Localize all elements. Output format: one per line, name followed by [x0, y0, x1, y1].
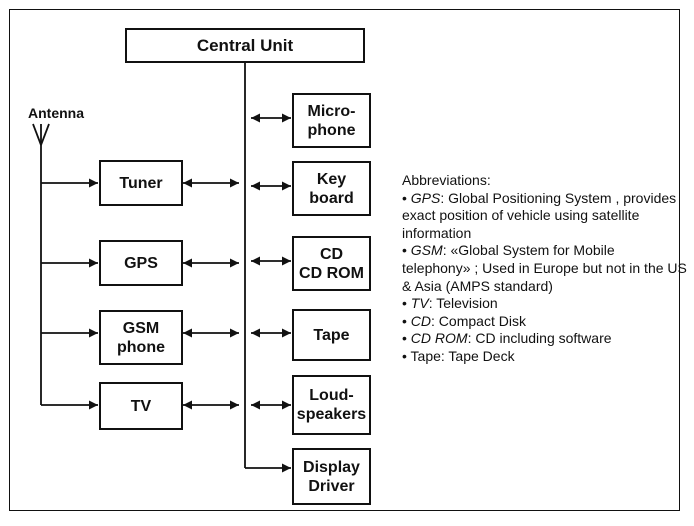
gsm-phone-box: GSM phone	[99, 310, 183, 365]
display-driver-label: Display Driver	[303, 458, 360, 495]
central-unit-box: Central Unit	[125, 28, 365, 63]
tv-box: TV	[99, 382, 183, 430]
abbrev-gps: • GPS: Global Positioning System , provi…	[402, 189, 677, 241]
abbrev-cd-text: : Compact Disk	[431, 312, 526, 329]
abbreviations-title: Abbreviations:	[402, 172, 491, 188]
abbreviations-panel: Abbreviations: • GPS: Global Positioning…	[402, 172, 687, 366]
abbrev-gps-term: GPS	[410, 189, 441, 206]
tape-label: Tape	[313, 326, 350, 344]
tuner-box: Tuner	[99, 160, 183, 206]
abbrev-gsm-text: : «Global System for Mobile telephony» ;…	[402, 242, 687, 294]
diagram-frame	[9, 9, 680, 511]
keyboard-label: Key board	[309, 170, 354, 207]
cd-rom-label: CD CD ROM	[299, 245, 364, 282]
antenna-icon	[32, 123, 50, 405]
gsm-phone-label: GSM phone	[117, 319, 165, 356]
loudspeakers-label: Loud- speakers	[296, 387, 367, 423]
central-unit-label: Central Unit	[196, 36, 294, 55]
abbrev-gps-text: : Global Positioning System , provides e…	[402, 189, 677, 241]
display-driver-box: Display Driver	[292, 448, 371, 505]
abbrev-cdrom: • CD ROM: CD including software	[402, 330, 612, 347]
tuner-label: Tuner	[119, 174, 163, 192]
gps-box: GPS	[99, 240, 183, 286]
abbrev-tv-text: : Television	[428, 295, 498, 312]
abbrev-gsm: • GSM: «Global System for Mobile telepho…	[402, 242, 687, 294]
gps-label: GPS	[124, 254, 158, 272]
abbrev-tape: • Tape: Tape Deck	[402, 347, 515, 364]
antenna-label: Antenna	[28, 105, 84, 121]
microphone-box: Micro- phone	[292, 93, 371, 148]
abbrev-cd: • CD: Compact Disk	[402, 312, 526, 329]
abbrev-cd-term: CD	[410, 312, 432, 329]
cd-rom-box: CD CD ROM	[292, 236, 371, 291]
microphone-label: Micro- phone	[307, 102, 356, 139]
tv-label: TV	[130, 397, 152, 415]
abbrev-tv-term: TV	[410, 295, 429, 312]
loudspeakers-box: Loud- speakers	[292, 375, 371, 435]
tape-box: Tape	[292, 309, 371, 361]
abbrev-tape-text: Tape: Tape Deck	[410, 347, 515, 364]
abbrev-cdrom-text: : CD including software	[467, 330, 612, 347]
abbrev-gsm-term: GSM	[410, 242, 443, 259]
keyboard-box: Key board	[292, 161, 371, 216]
abbrev-tv: • TV: Television	[402, 295, 498, 312]
abbrev-cdrom-term: CD ROM	[410, 330, 468, 347]
